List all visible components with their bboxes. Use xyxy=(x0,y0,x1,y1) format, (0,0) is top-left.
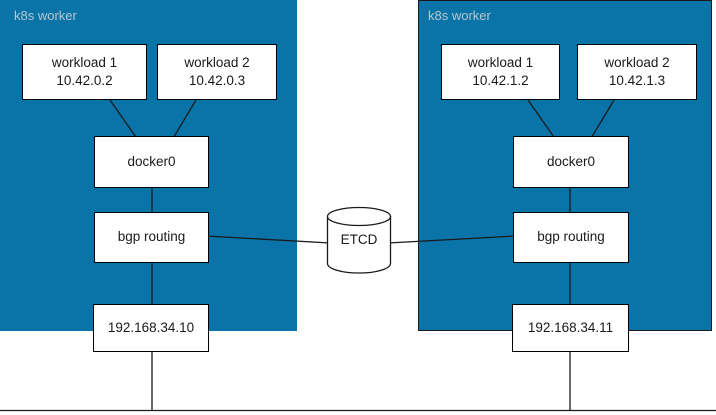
node-right-host-ip[interactable]: 192.168.34.11 xyxy=(512,304,629,352)
node-left-workload-1-name: workload 1 xyxy=(51,54,118,70)
node-left-workload-2-name: workload 2 xyxy=(184,54,250,70)
node-left-workload-2-ip: 10.42.0.3 xyxy=(188,73,246,88)
etcd-cylinder xyxy=(326,206,392,274)
node-right-workload-1-name: workload 1 xyxy=(467,54,534,70)
node-left-workload-2[interactable]: workload 2 10.42.0.3 xyxy=(157,44,277,100)
node-right-workload-2-ip: 10.42.1.3 xyxy=(608,73,666,88)
node-left-docker0-label: docker0 xyxy=(127,153,176,169)
node-left-bgp-routing[interactable]: bgp routing xyxy=(94,212,209,263)
node-right-bgp-routing[interactable]: bgp routing xyxy=(513,212,629,263)
node-left-workload-1[interactable]: workload 1 10.42.0.2 xyxy=(22,44,147,100)
node-right-docker0-label: docker0 xyxy=(546,153,596,169)
node-right-workload-2[interactable]: workload 2 10.42.1.3 xyxy=(577,44,697,100)
zone-left-worker-label: k8s worker xyxy=(14,8,77,23)
node-left-bgp-routing-label: bgp routing xyxy=(117,229,186,245)
node-left-host-ip-label: 192.168.34.10 xyxy=(107,319,195,335)
node-right-workload-1-ip: 10.42.1.2 xyxy=(472,73,529,88)
node-right-docker0-bridge[interactable]: docker0 xyxy=(513,136,629,188)
zone-right-worker-label: k8s worker xyxy=(428,8,491,23)
node-left-workload-1-ip: 10.42.0.2 xyxy=(56,73,113,88)
node-right-host-ip-label: 192.168.34.11 xyxy=(527,319,614,335)
etcd-label: ETCD xyxy=(340,232,378,247)
node-right-workload-2-name: workload 2 xyxy=(604,54,670,70)
node-right-bgp-routing-label: bgp routing xyxy=(537,229,605,245)
node-right-workload-1[interactable]: workload 1 10.42.1.2 xyxy=(441,44,560,100)
node-left-host-ip[interactable]: 192.168.34.10 xyxy=(93,304,209,352)
node-left-docker0-bridge[interactable]: docker0 xyxy=(94,136,209,188)
